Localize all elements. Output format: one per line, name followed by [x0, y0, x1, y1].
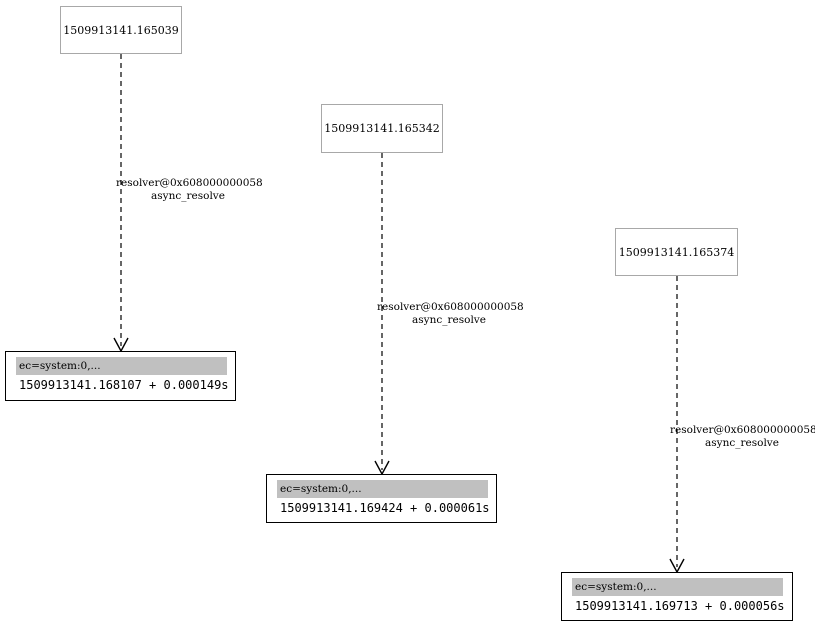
target-node-time: 1509913141.168107 + 0.000149s [19, 378, 229, 392]
edge-label-operation: async_resolve [705, 437, 779, 449]
edge-label-resolver: resolver@0x608000000058 [670, 424, 815, 436]
target-node-header: ec=system:0,... [277, 480, 488, 498]
target-node-time: 1509913141.169713 + 0.000056s [575, 599, 785, 613]
edge-label-resolver: resolver@0x608000000058 [377, 301, 524, 313]
edge-label-operation: async_resolve [412, 314, 486, 326]
target-node-time: 1509913141.169424 + 0.000061s [280, 501, 490, 515]
edge-label-3: resolver@0x608000000058 async_resolve [670, 424, 815, 450]
source-node-3: 1509913141.165374 [615, 228, 738, 276]
edge-label-resolver: resolver@0x608000000058 [116, 177, 263, 189]
edge-label-1: resolver@0x608000000058 async_resolve [116, 177, 263, 203]
target-node-3: ec=system:0,... 1509913141.169713 + 0.00… [561, 572, 793, 621]
target-node-header: ec=system:0,... [16, 357, 227, 375]
target-node-header: ec=system:0,... [572, 578, 783, 596]
source-node-label: 1509913141.165342 [324, 122, 440, 135]
source-node-label: 1509913141.165039 [63, 23, 179, 37]
target-node-2: ec=system:0,... 1509913141.169424 + 0.00… [266, 474, 497, 523]
source-node-2: 1509913141.165342 [321, 104, 443, 153]
source-node-1: 1509913141.165039 [60, 6, 182, 54]
target-node-1: ec=system:0,... 1509913141.168107 + 0.00… [5, 351, 236, 401]
source-node-label: 1509913141.165374 [618, 245, 735, 259]
edge-label-operation: async_resolve [151, 190, 225, 202]
edge-label-2: resolver@0x608000000058 async_resolve [377, 301, 524, 327]
